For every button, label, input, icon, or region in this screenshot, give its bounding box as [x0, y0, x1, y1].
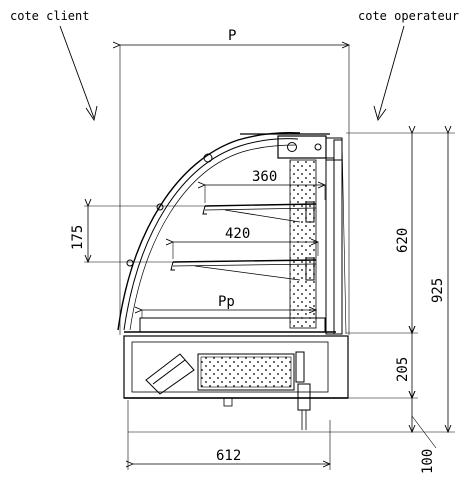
dimension-extension-lines	[345, 132, 455, 433]
shelf-lower-depth-label: 420	[225, 226, 250, 242]
top-head-unit	[277, 135, 343, 161]
client-side-arrow	[59, 25, 95, 119]
dimension-shelf-spacing: 175	[70, 206, 205, 262]
rear-sliding-doors	[325, 139, 347, 335]
display-height-label: 620	[395, 228, 411, 253]
dimension-shelf-upper: 360	[205, 169, 325, 203]
drain-pipe	[295, 351, 311, 430]
shelf-spacing-label: 175	[70, 225, 86, 250]
lower-shelf	[170, 257, 317, 281]
dimension-overall-depth: P	[120, 28, 349, 335]
client-side-arrowhead	[85, 105, 98, 122]
glass-hinge-lower	[126, 259, 134, 267]
display-depth-label: Pp	[218, 294, 235, 310]
client-side-label: cote client	[10, 9, 89, 23]
base-height-label: 205	[395, 357, 411, 382]
dimension-total-height: 925	[430, 133, 448, 432]
total-height-label: 925	[430, 278, 446, 303]
overall-depth-label: P	[228, 28, 236, 44]
dimension-foot-height: 100	[412, 398, 437, 474]
foot-height-label: 100	[420, 449, 436, 474]
dimension-base-height: 205	[395, 333, 412, 398]
dimension-display-depth: Pp	[142, 294, 316, 320]
fan-unit	[145, 353, 195, 395]
dimension-shelf-lower: 420	[173, 226, 318, 259]
base-width-label: 612	[216, 448, 241, 464]
dimension-base-width: 612	[133, 448, 330, 464]
base-cabinet	[123, 335, 349, 407]
glass-hinge-middle	[156, 203, 164, 211]
glass-hinge-top	[203, 153, 213, 163]
evaporator-coil	[197, 353, 295, 391]
upper-shelf	[202, 201, 317, 223]
shelf-upper-depth-label: 360	[252, 169, 277, 185]
operator-side-arrowhead	[373, 105, 387, 122]
operator-side-label: cote operateur	[358, 9, 459, 23]
dimension-display-height: 620	[395, 133, 412, 333]
operator-side-arrow	[377, 25, 405, 119]
